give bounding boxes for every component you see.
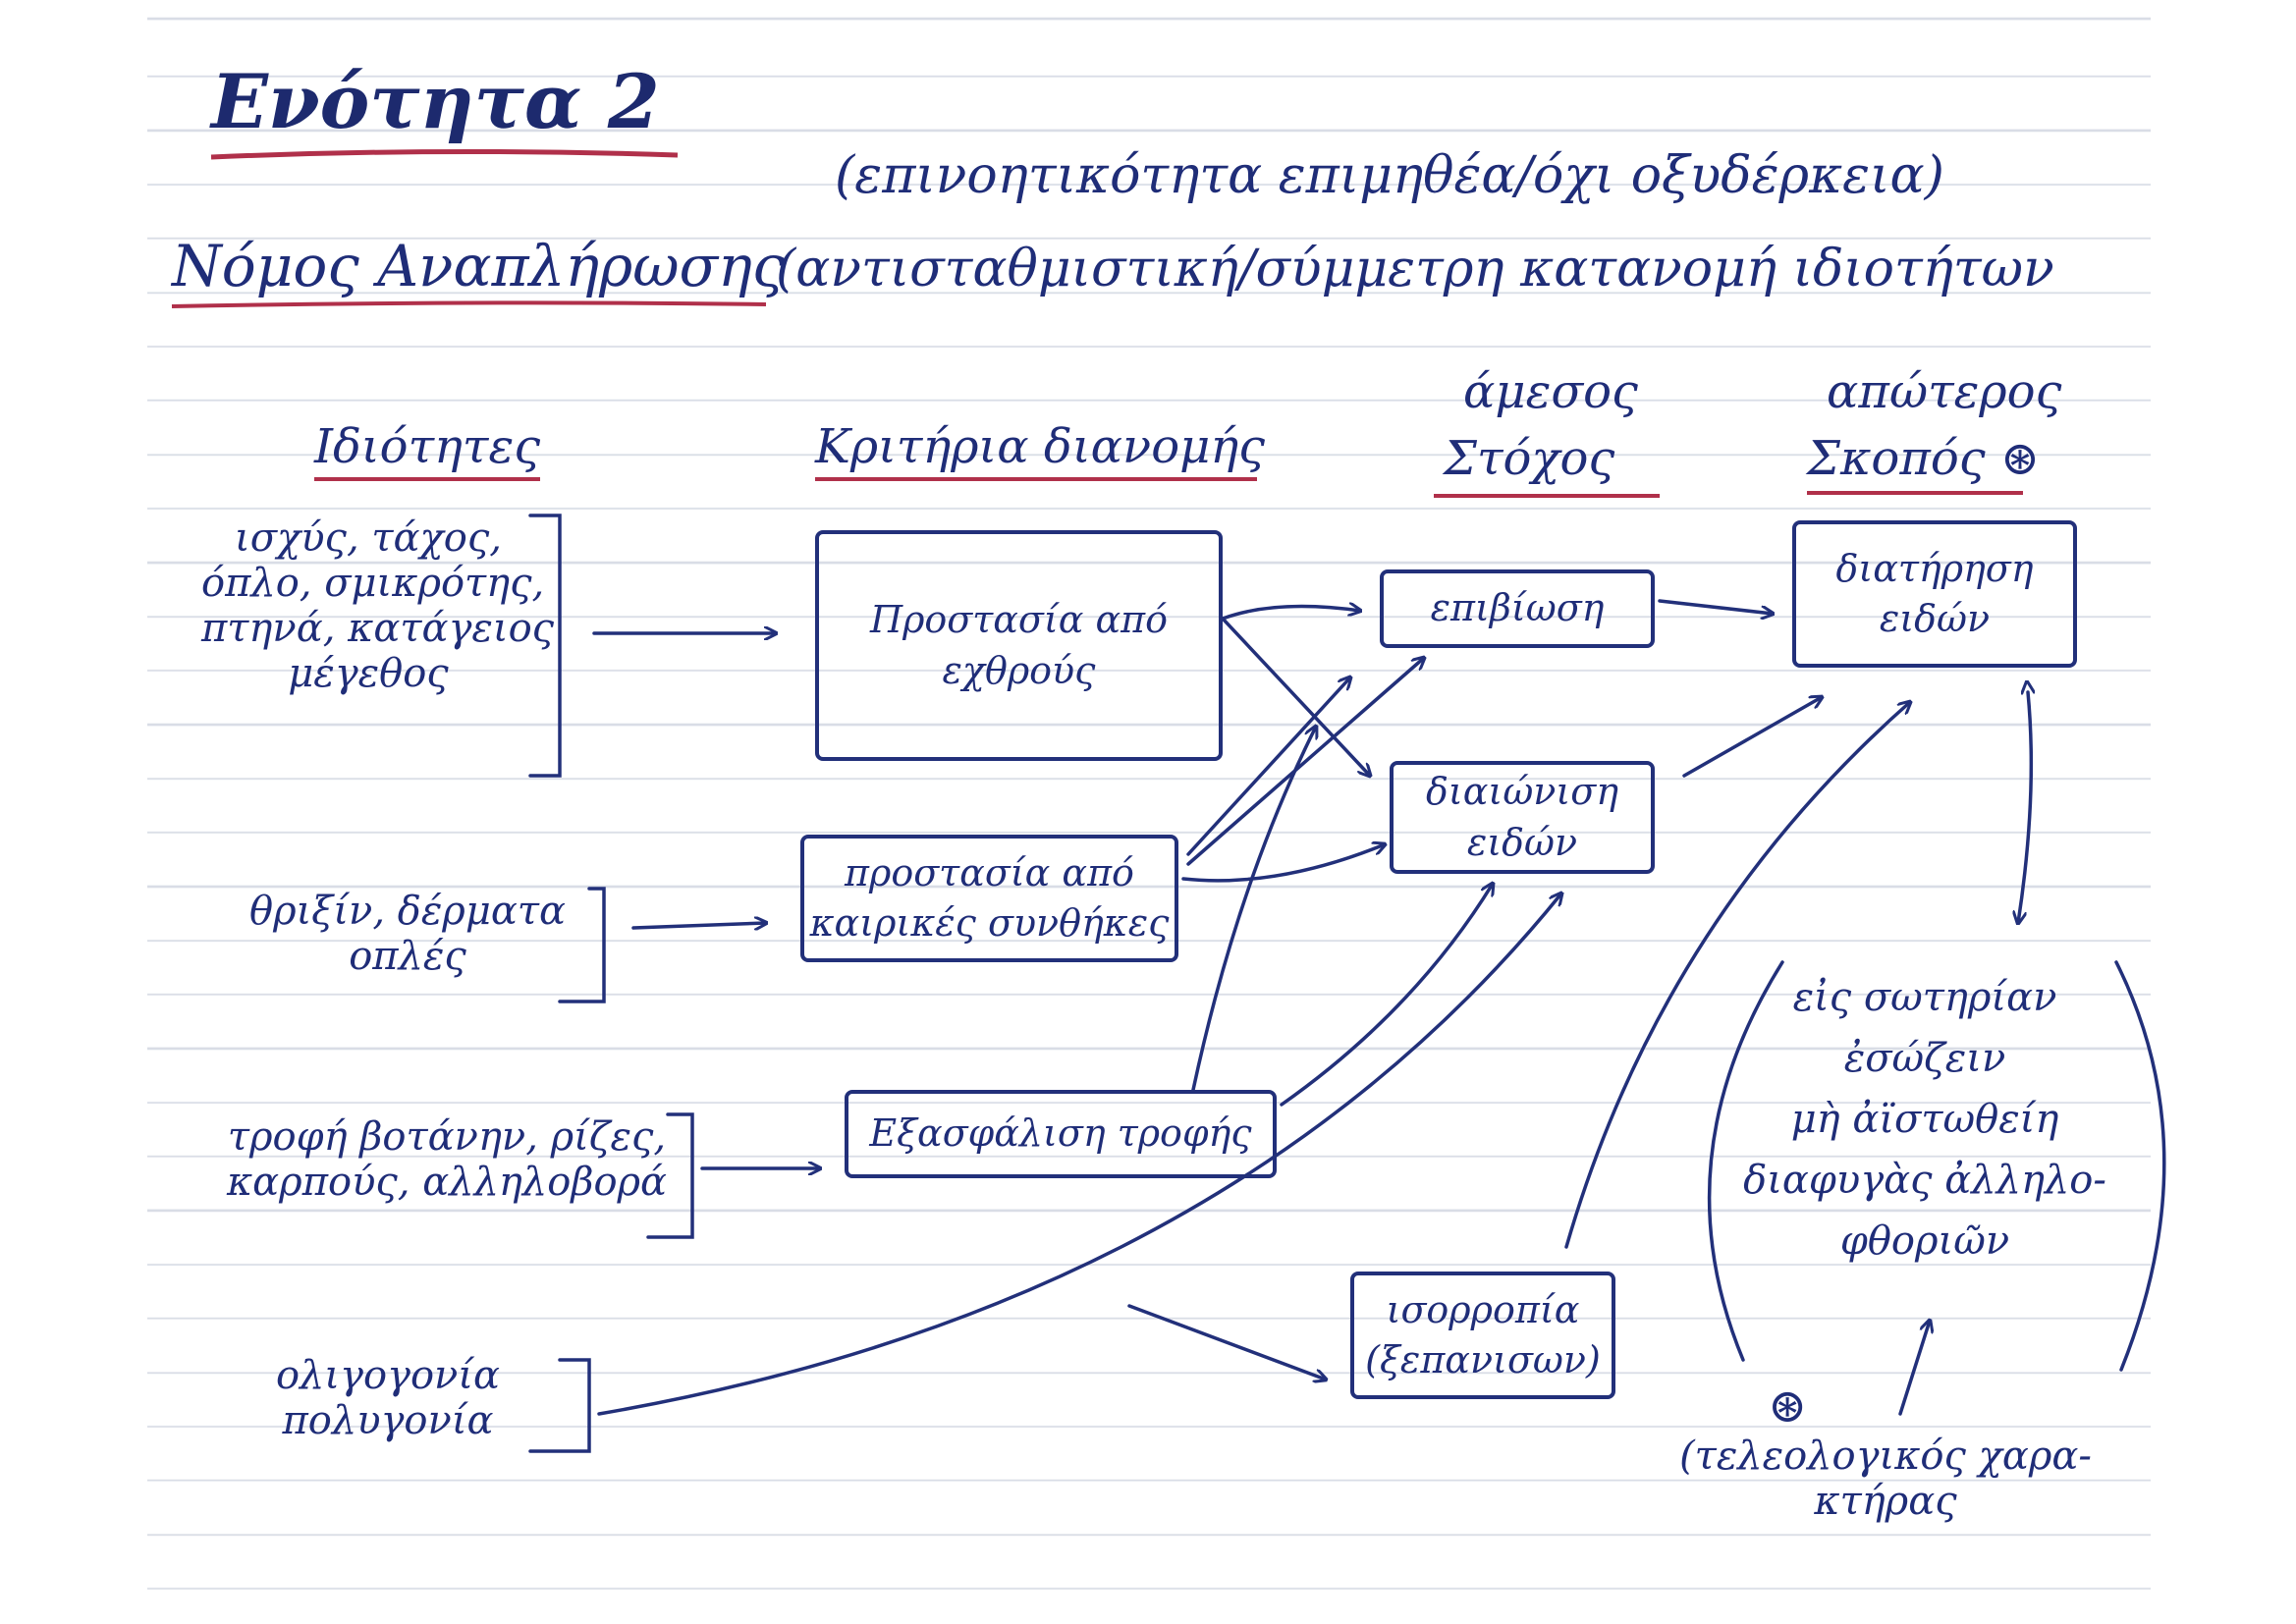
arrow-balance-purpose xyxy=(1564,702,1910,1249)
property-line: μέγεθος xyxy=(288,651,449,696)
box-line: Προστασία από xyxy=(869,598,1169,642)
property-group-3: τροφή βοτάνην, ρίζες, καρπούς, αλληλοβορ… xyxy=(211,1114,683,1205)
header-criteria: Κριτήρια διανομής xyxy=(815,419,1265,474)
header-direct-goal-top: άμεσος xyxy=(1463,364,1638,419)
arrow-food-survival xyxy=(1191,727,1316,1092)
property-line: όπλο, σμικρότης, xyxy=(201,561,545,606)
law-note: (αντισταθμιστική/σύμμετρη κατανομή ιδιοτ… xyxy=(776,240,2054,298)
note-line: ἐσώζειν xyxy=(1843,1036,2006,1081)
box-perpetuation: διαιώνιση ειδών xyxy=(1390,761,1655,874)
box-line: επιβίωση xyxy=(1430,586,1605,630)
bracket-group1 xyxy=(528,514,562,778)
property-line: ολιγογονία xyxy=(275,1353,501,1398)
arrow-climate-perpetuation xyxy=(1181,844,1385,883)
arrow-curve-balance xyxy=(1127,1304,1326,1380)
property-line: ισχύς, τάχος, xyxy=(235,515,502,561)
bracket-group4 xyxy=(528,1358,591,1453)
law-name: Νόμος Αναπλήρωσης xyxy=(172,233,785,299)
note-paren-left xyxy=(1707,960,1784,1362)
box-line: καιρικές συνθήκες xyxy=(809,901,1170,945)
arrow-climate-survival-2 xyxy=(1186,658,1424,866)
note-line: (τελεολογικός χαρα- xyxy=(1679,1434,2092,1479)
arrow-group4-purpose xyxy=(597,893,1561,1416)
box-balance: ισορροπία (ξεπανισων) xyxy=(1350,1272,1615,1399)
arrow-group2-climate xyxy=(631,923,766,928)
box-food-security: Εξασφάλιση τροφής xyxy=(845,1090,1277,1178)
arrow-climate-survival-1 xyxy=(1186,677,1350,856)
note-line: κτήρας xyxy=(1814,1479,1957,1524)
note-line: φθοριῶν xyxy=(1839,1218,2010,1264)
property-line: θριξίν, δέρματα xyxy=(249,889,566,934)
bracket-group2 xyxy=(558,887,606,1003)
star-icon: ⊛ xyxy=(1999,431,2041,486)
property-line: τροφή βοτάνην, ρίζες, xyxy=(227,1114,667,1160)
arrow-teleology-note xyxy=(1898,1321,1930,1416)
ruled-lines xyxy=(147,0,2151,1624)
property-group-1: ισχύς, τάχος, όπλο, σμικρότης, πτηνά, κα… xyxy=(201,515,555,696)
header-ultimate-goal-bottom: Σκοπός ⊛ xyxy=(1807,431,2041,486)
note-paren-right xyxy=(2114,960,2166,1372)
header-properties: Ιδιότητες xyxy=(314,419,541,474)
bracket-group3 xyxy=(646,1112,694,1239)
property-line: πτηνά, κατάγειος xyxy=(201,606,555,651)
property-line: καρπούς, αλληλοβορά xyxy=(226,1160,668,1205)
box-line: (ξεπανισων) xyxy=(1365,1338,1601,1381)
header-ultimate-goal-top: απώτερος xyxy=(1827,364,2062,419)
box-line: διαιώνιση xyxy=(1425,770,1619,814)
box-line: προστασία από xyxy=(845,850,1134,894)
box-line: ειδών xyxy=(1466,820,1578,864)
note-line: διαφυγὰς ἀλληλο- xyxy=(1743,1158,2106,1203)
arrow-enemies-survival xyxy=(1221,607,1360,621)
arrow-survival-purpose xyxy=(1658,599,1773,614)
box-survival: επιβίωση xyxy=(1380,569,1655,648)
arrow-food-perpetuation xyxy=(1280,884,1493,1107)
note-line: εἰς σωτηρίαν xyxy=(1792,975,2057,1020)
header-ultimate-goal-text: Σκοπός xyxy=(1807,431,1986,486)
subtitle-note: (επινοητικότητα επιμηθέα/όχι οξυδέρκεια) xyxy=(835,146,1944,205)
box-line: ισορροπία xyxy=(1386,1287,1580,1331)
note-line: μὴ ἀϊστωθείη xyxy=(1790,1097,2059,1142)
box-line: ειδών xyxy=(1879,597,1991,640)
arrow-perpetuation-purpose xyxy=(1682,697,1822,778)
box-line: Εξασφάλιση τροφής xyxy=(869,1111,1252,1156)
box-line: διατήρηση xyxy=(1835,546,2034,590)
law-underline xyxy=(171,300,767,308)
property-line: πολυγονία xyxy=(282,1398,494,1443)
teleology-note: (τελεολογικός χαρα- κτήρας xyxy=(1611,1434,2160,1524)
box-protection-climate: προστασία από καιρικές συνθήκες xyxy=(800,835,1178,962)
title-underline xyxy=(210,148,679,160)
header-direct-goal-bottom: Στόχος xyxy=(1444,431,1615,486)
property-line: οπλές xyxy=(349,934,466,979)
property-group-2: θριξίν, δέρματα οπλές xyxy=(221,889,594,979)
box-line: εχθρούς xyxy=(942,648,1096,692)
arrow-purpose-note xyxy=(2018,692,2031,923)
property-group-4: ολιγογονία πολυγονία xyxy=(221,1353,555,1443)
teleology-star-icon: ⊛ xyxy=(1768,1379,1808,1434)
purpose-note: εἰς σωτηρίαν ἐσώζειν μὴ ἀϊστωθείη διαφυγ… xyxy=(1738,967,2111,1272)
page-title: Ενότητα 2 xyxy=(211,58,660,145)
box-protection-enemies: Προστασία από εχθρούς xyxy=(815,530,1223,761)
arrow-enemies-perpetuation xyxy=(1221,617,1370,776)
box-species-preservation: διατήρηση ειδών xyxy=(1792,520,2077,668)
